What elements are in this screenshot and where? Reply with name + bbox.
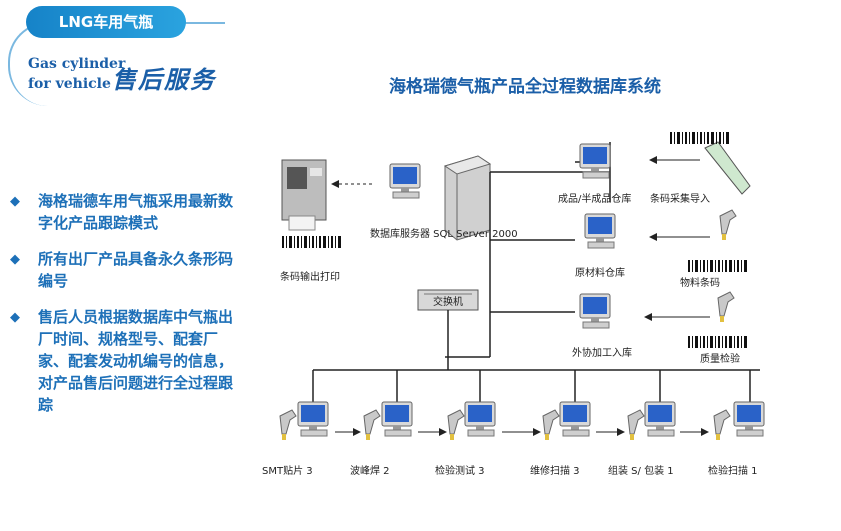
bullet-text: 海格瑞德车用气瓶采用最新数字化产品跟踪模式 — [38, 192, 234, 232]
diamond-bullet-icon: ◆ — [10, 310, 20, 325]
diamond-bullet-icon: ◆ — [10, 252, 20, 267]
bottom-label-0: SMT贴片 3 — [262, 464, 313, 477]
handheld-scanner-icon — [704, 141, 751, 195]
station-repair-scan: 维修扫描 3 — [530, 370, 591, 477]
warehouse-pc-icon — [579, 143, 611, 179]
bullet-text: 售后人员根据数据库中气瓶出厂时间、规格型号、配套厂家、配套发动机编号的信息，对产… — [38, 308, 234, 414]
raw-material-pc-icon — [584, 213, 616, 249]
printer-label: 条码输出打印 — [280, 270, 340, 283]
bullet-item: ◆ 海格瑞德车用气瓶采用最新数字化产品跟踪模式 — [8, 190, 236, 234]
right-label-3: 物料条码 — [680, 276, 720, 289]
barcode-icon — [688, 336, 747, 348]
bullet-item: ◆ 售后人员根据数据库中气瓶出厂时间、规格型号、配套厂家、配套发动机编号的信息，… — [8, 306, 236, 416]
badge-english-line2: for vehicle — [28, 76, 111, 92]
right-label-1: 条码采集导入 — [650, 192, 710, 205]
station-final-scan: 检验扫描 1 — [708, 370, 765, 477]
station-assembly-pack: 组装 S/ 包装 1 — [608, 370, 676, 477]
switch-label: 交换机 — [433, 295, 463, 308]
barcode-icon — [670, 132, 729, 144]
page-title: 海格瑞德气瓶产品全过程数据库系统 — [389, 77, 661, 97]
server-label: 数据库服务器 SQL Server 2000 — [370, 227, 518, 240]
bottom-label-1: 波峰焊 2 — [350, 464, 390, 477]
server-icon — [443, 155, 492, 241]
badge-pill: LNG车用气瓶 — [26, 6, 186, 38]
right-label-2: 原材料仓库 — [575, 266, 625, 279]
network-diagram: 条码输出打印 数据库服务器 SQL Server 2000 交换机 成品/半成品… — [262, 132, 765, 477]
barcode-icon — [688, 260, 747, 272]
bullet-text: 所有出厂产品具备永久条形码编号 — [38, 250, 234, 290]
outsource-pc-icon — [579, 293, 611, 329]
bottom-label-5: 检验扫描 1 — [708, 464, 758, 477]
right-label-5: 质量检验 — [700, 352, 740, 365]
right-label-0: 成品/半成品仓库 — [558, 192, 631, 205]
barcode-scanner-icon — [717, 291, 735, 323]
right-label-4: 外协加工入库 — [572, 346, 632, 359]
bullet-item: ◆ 所有出厂产品具备永久条形码编号 — [8, 248, 236, 292]
diamond-bullet-icon: ◆ — [10, 194, 20, 209]
server-pc-icon — [389, 163, 421, 199]
station-inspection-test: 检验测试 3 — [435, 370, 496, 477]
header-badge: LNG车用气瓶 Gas cylinder for vehicle 售后服务 — [8, 6, 228, 106]
barcode-scanner-icon — [719, 209, 737, 241]
bottom-label-3: 维修扫描 3 — [530, 464, 580, 477]
bottom-label-2: 检验测试 3 — [435, 464, 485, 477]
printer-icon — [281, 159, 327, 231]
badge-chinese-title: 售后服务 — [112, 66, 216, 94]
station-wave-solder: 波峰焊 2 — [350, 370, 413, 477]
barcode-icon — [282, 236, 341, 248]
station-smt: SMT贴片 3 — [262, 370, 329, 477]
bullet-list: ◆ 海格瑞德车用气瓶采用最新数字化产品跟踪模式 ◆ 所有出厂产品具备永久条形码编… — [8, 190, 236, 430]
badge-english-line1: Gas cylinder — [28, 56, 126, 72]
bottom-label-4: 组装 S/ 包装 1 — [608, 464, 674, 477]
badge-english: Gas cylinder for vehicle — [28, 54, 125, 94]
